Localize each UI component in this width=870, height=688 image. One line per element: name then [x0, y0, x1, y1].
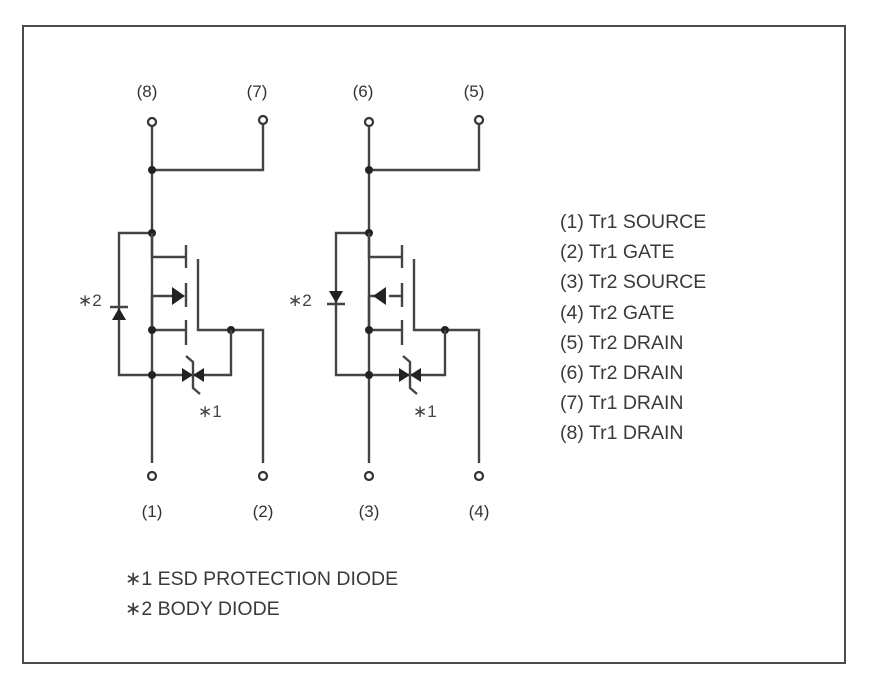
esd-zener-icon [399, 368, 410, 382]
legend-item: (2) Tr1 GATE [560, 241, 675, 264]
pin-label-5: (5) [464, 82, 485, 101]
gate-line [412, 259, 481, 463]
legend-item: (6) Tr2 DRAIN [560, 362, 684, 385]
footnote-body-diode: ∗2 BODY DIODE [125, 598, 280, 620]
drain-bridge-wire [369, 124, 481, 172]
legend-item: (1) Tr1 SOURCE [560, 211, 707, 233]
pin-label-7: (7) [247, 82, 268, 101]
junction-dot [365, 166, 373, 174]
legend-item: (5) Tr2 DRAIN [560, 331, 684, 354]
pin-label-1: (1) [142, 502, 163, 521]
junction-dot [148, 326, 156, 334]
nchannel-arrow-icon [172, 287, 185, 305]
legend-item: (3) Tr2 SOURCE [560, 271, 707, 294]
esd-zener-icon [410, 368, 421, 382]
pin-1-terminal [146, 470, 158, 482]
pin-label-4: (4) [469, 502, 490, 521]
esd-diode-wire [369, 330, 447, 377]
esd-diode-mark: ∗1 [198, 402, 222, 421]
body-lead [150, 294, 172, 330]
pin-label-6: (6) [353, 82, 374, 101]
footnotes: ∗1 ESD PROTECTION DIODE ∗2 BODY DIODE [125, 564, 398, 624]
body-diode-icon [112, 308, 126, 320]
junction-dot [148, 166, 156, 174]
body-diode-mark: ∗2 [288, 291, 312, 310]
body-diode-loop [117, 231, 152, 377]
pin-7-terminal [257, 114, 269, 126]
esd-zener-icon [182, 368, 193, 382]
pchannel-arrow-icon [373, 287, 386, 305]
body-diode-icon [329, 291, 343, 303]
body-diode-mark: ∗2 [78, 291, 102, 310]
zener-bar [185, 355, 201, 395]
transistor-tr2: (6) (5) ∗2 ∗1 (3) (4) [288, 82, 489, 521]
transistor-tr1: (8) (7) ∗2 ∗1 (1) (2 [78, 82, 273, 521]
pin-label-3: (3) [359, 502, 380, 521]
pin-2-terminal [257, 470, 269, 482]
drain-lead [367, 233, 402, 259]
footnote-esd: ∗1 ESD PROTECTION DIODE [125, 568, 399, 590]
diagram-frame [22, 25, 846, 664]
junction-dot [365, 371, 373, 379]
pin-3-terminal [363, 470, 375, 482]
pin-4-terminal [473, 470, 485, 482]
zener-bar [402, 355, 418, 395]
legend-item: (4) Tr2 GATE [560, 301, 675, 324]
pin-label-8: (8) [137, 82, 158, 101]
pin-8-terminal [146, 116, 158, 128]
junction-dot [365, 326, 373, 334]
pin-5-terminal [473, 114, 485, 126]
drain-lead [150, 233, 186, 259]
legend-item: (7) Tr1 DRAIN [560, 392, 684, 415]
esd-zener-icon [193, 368, 204, 382]
legend-item: (8) Tr1 DRAIN [560, 422, 684, 445]
pin-6-terminal [363, 116, 375, 128]
junction-dot [148, 371, 156, 379]
esd-diode-wire [152, 330, 233, 377]
esd-diode-mark: ∗1 [413, 402, 437, 421]
drain-bridge-wire [152, 124, 265, 172]
pin-label-2: (2) [253, 502, 274, 521]
pin-legend: (1) Tr1 SOURCE (2) Tr1 GATE (3) Tr2 SOUR… [560, 207, 706, 449]
